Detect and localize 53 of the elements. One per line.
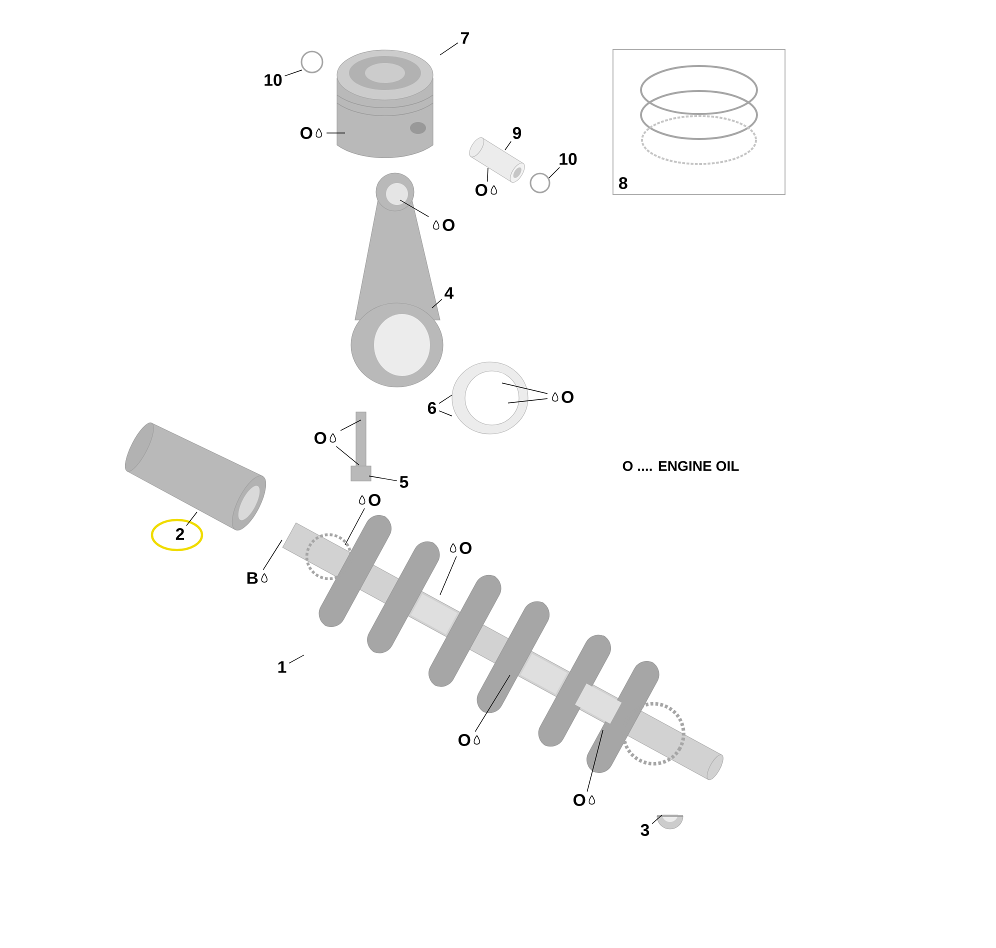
leader-line xyxy=(487,168,488,182)
leader-line xyxy=(586,730,604,792)
leader-line xyxy=(432,298,442,308)
inset-box: 8 xyxy=(612,49,786,195)
piston-drawing xyxy=(336,50,434,158)
leader-line xyxy=(262,540,282,570)
callout-number: 10 xyxy=(560,153,577,165)
piston-pin-drawing xyxy=(469,137,525,183)
callout-number: 5 xyxy=(400,476,408,488)
leader-line xyxy=(284,70,302,76)
leader-line xyxy=(502,382,548,394)
leader-line xyxy=(438,410,452,416)
leader-line xyxy=(368,476,398,482)
leader-line xyxy=(474,674,510,732)
legend-text: O .... ENGINE OIL xyxy=(622,461,739,471)
woodruff-key-drawing xyxy=(656,814,684,830)
callout-number: 3 xyxy=(640,824,650,836)
leader-line xyxy=(652,814,662,824)
callout-number: O xyxy=(574,794,586,806)
leader-line xyxy=(504,141,512,150)
circlip-ring xyxy=(300,50,324,74)
leader-line xyxy=(344,508,365,546)
callout-number: O xyxy=(368,494,380,506)
callout-number: O xyxy=(460,542,472,554)
callout-number: O xyxy=(458,734,470,746)
callout-number: O xyxy=(442,219,454,231)
leader-line xyxy=(440,42,458,56)
callout-number: B xyxy=(247,572,258,584)
connecting-rod-drawing xyxy=(350,172,444,388)
callout-number: O xyxy=(562,391,574,403)
leader-line xyxy=(438,394,452,404)
callout-number: 2 xyxy=(176,528,184,540)
leader-line xyxy=(326,132,346,134)
callout-number: O xyxy=(300,127,312,139)
leader-line xyxy=(336,446,360,466)
leader-line xyxy=(508,398,548,404)
callout-number: 9 xyxy=(512,127,522,139)
leader-line xyxy=(440,556,457,596)
callout-number: O xyxy=(476,184,488,196)
callout-number: 7 xyxy=(461,32,469,44)
leader-line xyxy=(186,512,198,526)
leader-line xyxy=(288,654,304,664)
callout-number: 4 xyxy=(444,287,454,299)
bolt-drawing xyxy=(350,412,372,482)
bearing-shells-drawing xyxy=(452,362,528,434)
leader-line xyxy=(400,200,429,217)
callout-number: 1 xyxy=(278,661,286,673)
circlip-ring xyxy=(530,172,550,194)
leader-line xyxy=(340,420,362,431)
leader-line xyxy=(548,167,560,178)
callout-number: O xyxy=(314,432,326,444)
callout-number: 10 xyxy=(264,74,282,86)
callout-number: 6 xyxy=(428,402,436,414)
